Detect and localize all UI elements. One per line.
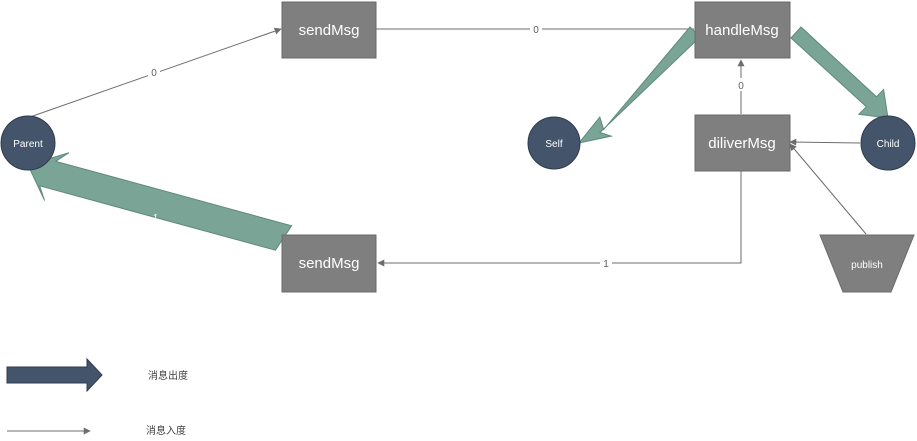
child-label: Child [877, 139, 900, 150]
legend-out-degree-label: 消息出度 [148, 369, 188, 382]
sendmsg-bottom-label: sendMsg [299, 255, 360, 272]
edge-child-to-dilivermsg [789, 138, 861, 146]
dilivermsg-label: diliverMsg [708, 135, 776, 152]
self-label: Self [545, 139, 562, 150]
big-arrow-sendmsg-to-parent [27, 152, 293, 251]
handlemsg-box [694, 1, 791, 59]
edge-publish-to-dilivermsg [789, 143, 867, 235]
big-arrow-handlemsg-to-child [790, 26, 889, 119]
edge-label-dilivermsg-sendmsg: 1 [603, 259, 609, 270]
sendmsg-top-box [281, 1, 377, 59]
edge-label-sendmsg-parent: 1 [152, 213, 158, 224]
sendmsg-bottom-box [281, 234, 377, 293]
parent-node [0, 115, 56, 171]
sendmsg-top-label: sendMsg [299, 22, 360, 39]
child-node [860, 115, 916, 171]
publish-label: publish [851, 260, 883, 271]
self-node [527, 116, 581, 170]
legend-in-degree-label: 消息入度 [146, 424, 186, 437]
publish-node [819, 234, 915, 293]
big-arrow-handlemsg-to-self [577, 26, 701, 144]
dilivermsg-box [694, 114, 791, 172]
edge-label-sendmsg-handlemsg: 0 [533, 25, 539, 36]
edge-label-dilivermsg-handlemsg: 0 [738, 81, 744, 92]
edge-label-parent-sendmsg: 0 [151, 68, 157, 79]
handlemsg-label: handleMsg [705, 22, 778, 39]
parent-label: Parent [13, 139, 43, 150]
edge-dilivermsg-to-sendmsg-bottom [377, 171, 742, 267]
legend-out-degree-arrow [6, 357, 103, 393]
